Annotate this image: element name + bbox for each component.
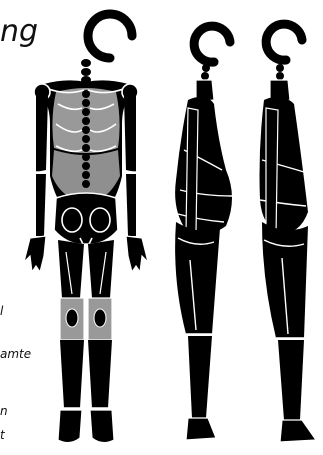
middle-arm — [186, 108, 198, 232]
side-label-2: amte — [0, 347, 31, 361]
right-foot — [280, 420, 316, 442]
middle-shin — [188, 336, 212, 418]
front-neck-chain — [81, 59, 91, 84]
middle-thigh — [175, 222, 220, 334]
side-label-3: n — [0, 404, 8, 418]
right-neck-chain — [276, 64, 284, 80]
side-label-4: t — [0, 428, 5, 442]
middle-neck-chain — [201, 64, 210, 80]
middle-figure — [175, 26, 232, 440]
middle-foot — [186, 418, 216, 440]
middle-torso — [175, 97, 232, 234]
front-pelvis — [54, 193, 118, 244]
right-arm — [266, 108, 278, 236]
front-kneecaps — [66, 309, 106, 327]
side-label-1: l — [0, 304, 3, 318]
right-thigh — [262, 222, 308, 338]
title-fragment: ng — [0, 14, 38, 49]
front-spine — [82, 90, 90, 188]
front-hook-icon — [88, 14, 132, 58]
front-feet — [58, 410, 114, 443]
right-hook-icon — [266, 24, 302, 60]
right-shin — [278, 340, 304, 420]
middle-hook-icon — [194, 26, 230, 62]
front-figure — [24, 14, 148, 443]
right-figure — [260, 24, 317, 442]
front-shins — [60, 340, 112, 408]
